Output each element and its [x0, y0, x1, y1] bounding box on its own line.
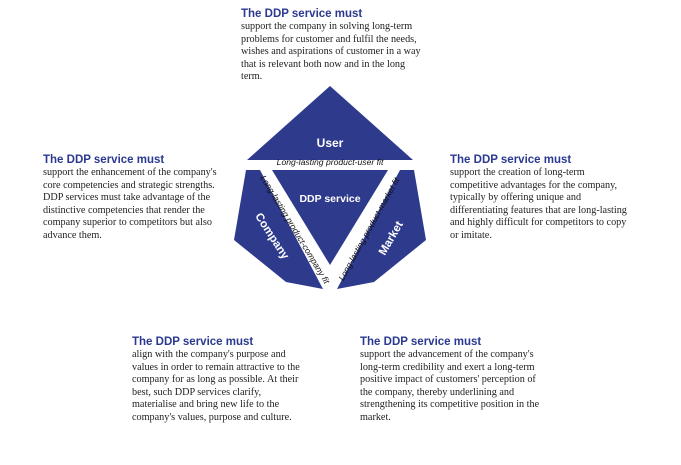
block-purpose-heading: The DDP service must	[132, 336, 254, 348]
block-company-heading: The DDP service must	[43, 154, 165, 166]
block-market-heading: The DDP service must	[450, 154, 572, 166]
block-company-body: support the enhancement of the company's…	[43, 167, 217, 241]
user-segment	[247, 86, 413, 160]
block-market-body: support the creation of long-term compet…	[450, 167, 627, 241]
block-user: The DDP service must support the company…	[241, 7, 421, 84]
block-credibility: The DDP service must support the advance…	[360, 335, 540, 425]
fit-user-label: Long-lasting product-user fit	[277, 157, 384, 167]
block-user-heading: The DDP service must	[241, 8, 363, 20]
market-segment	[337, 170, 426, 289]
block-purpose-body: align with the company's purpose and val…	[132, 349, 300, 423]
block-user-body: support the company in solving long-term…	[241, 21, 421, 83]
block-company: The DDP service must support the enhance…	[43, 153, 233, 243]
ddp-service-segment	[272, 170, 388, 265]
block-purpose: The DDP service must align with the comp…	[132, 335, 307, 425]
ddp-service-label: DDP service	[299, 193, 360, 205]
block-market: The DDP service must support the creatio…	[450, 153, 630, 243]
block-credibility-heading: The DDP service must	[360, 336, 482, 348]
user-label: User	[317, 136, 344, 150]
block-credibility-body: support the advancement of the company's…	[360, 349, 540, 423]
company-segment	[234, 170, 323, 289]
